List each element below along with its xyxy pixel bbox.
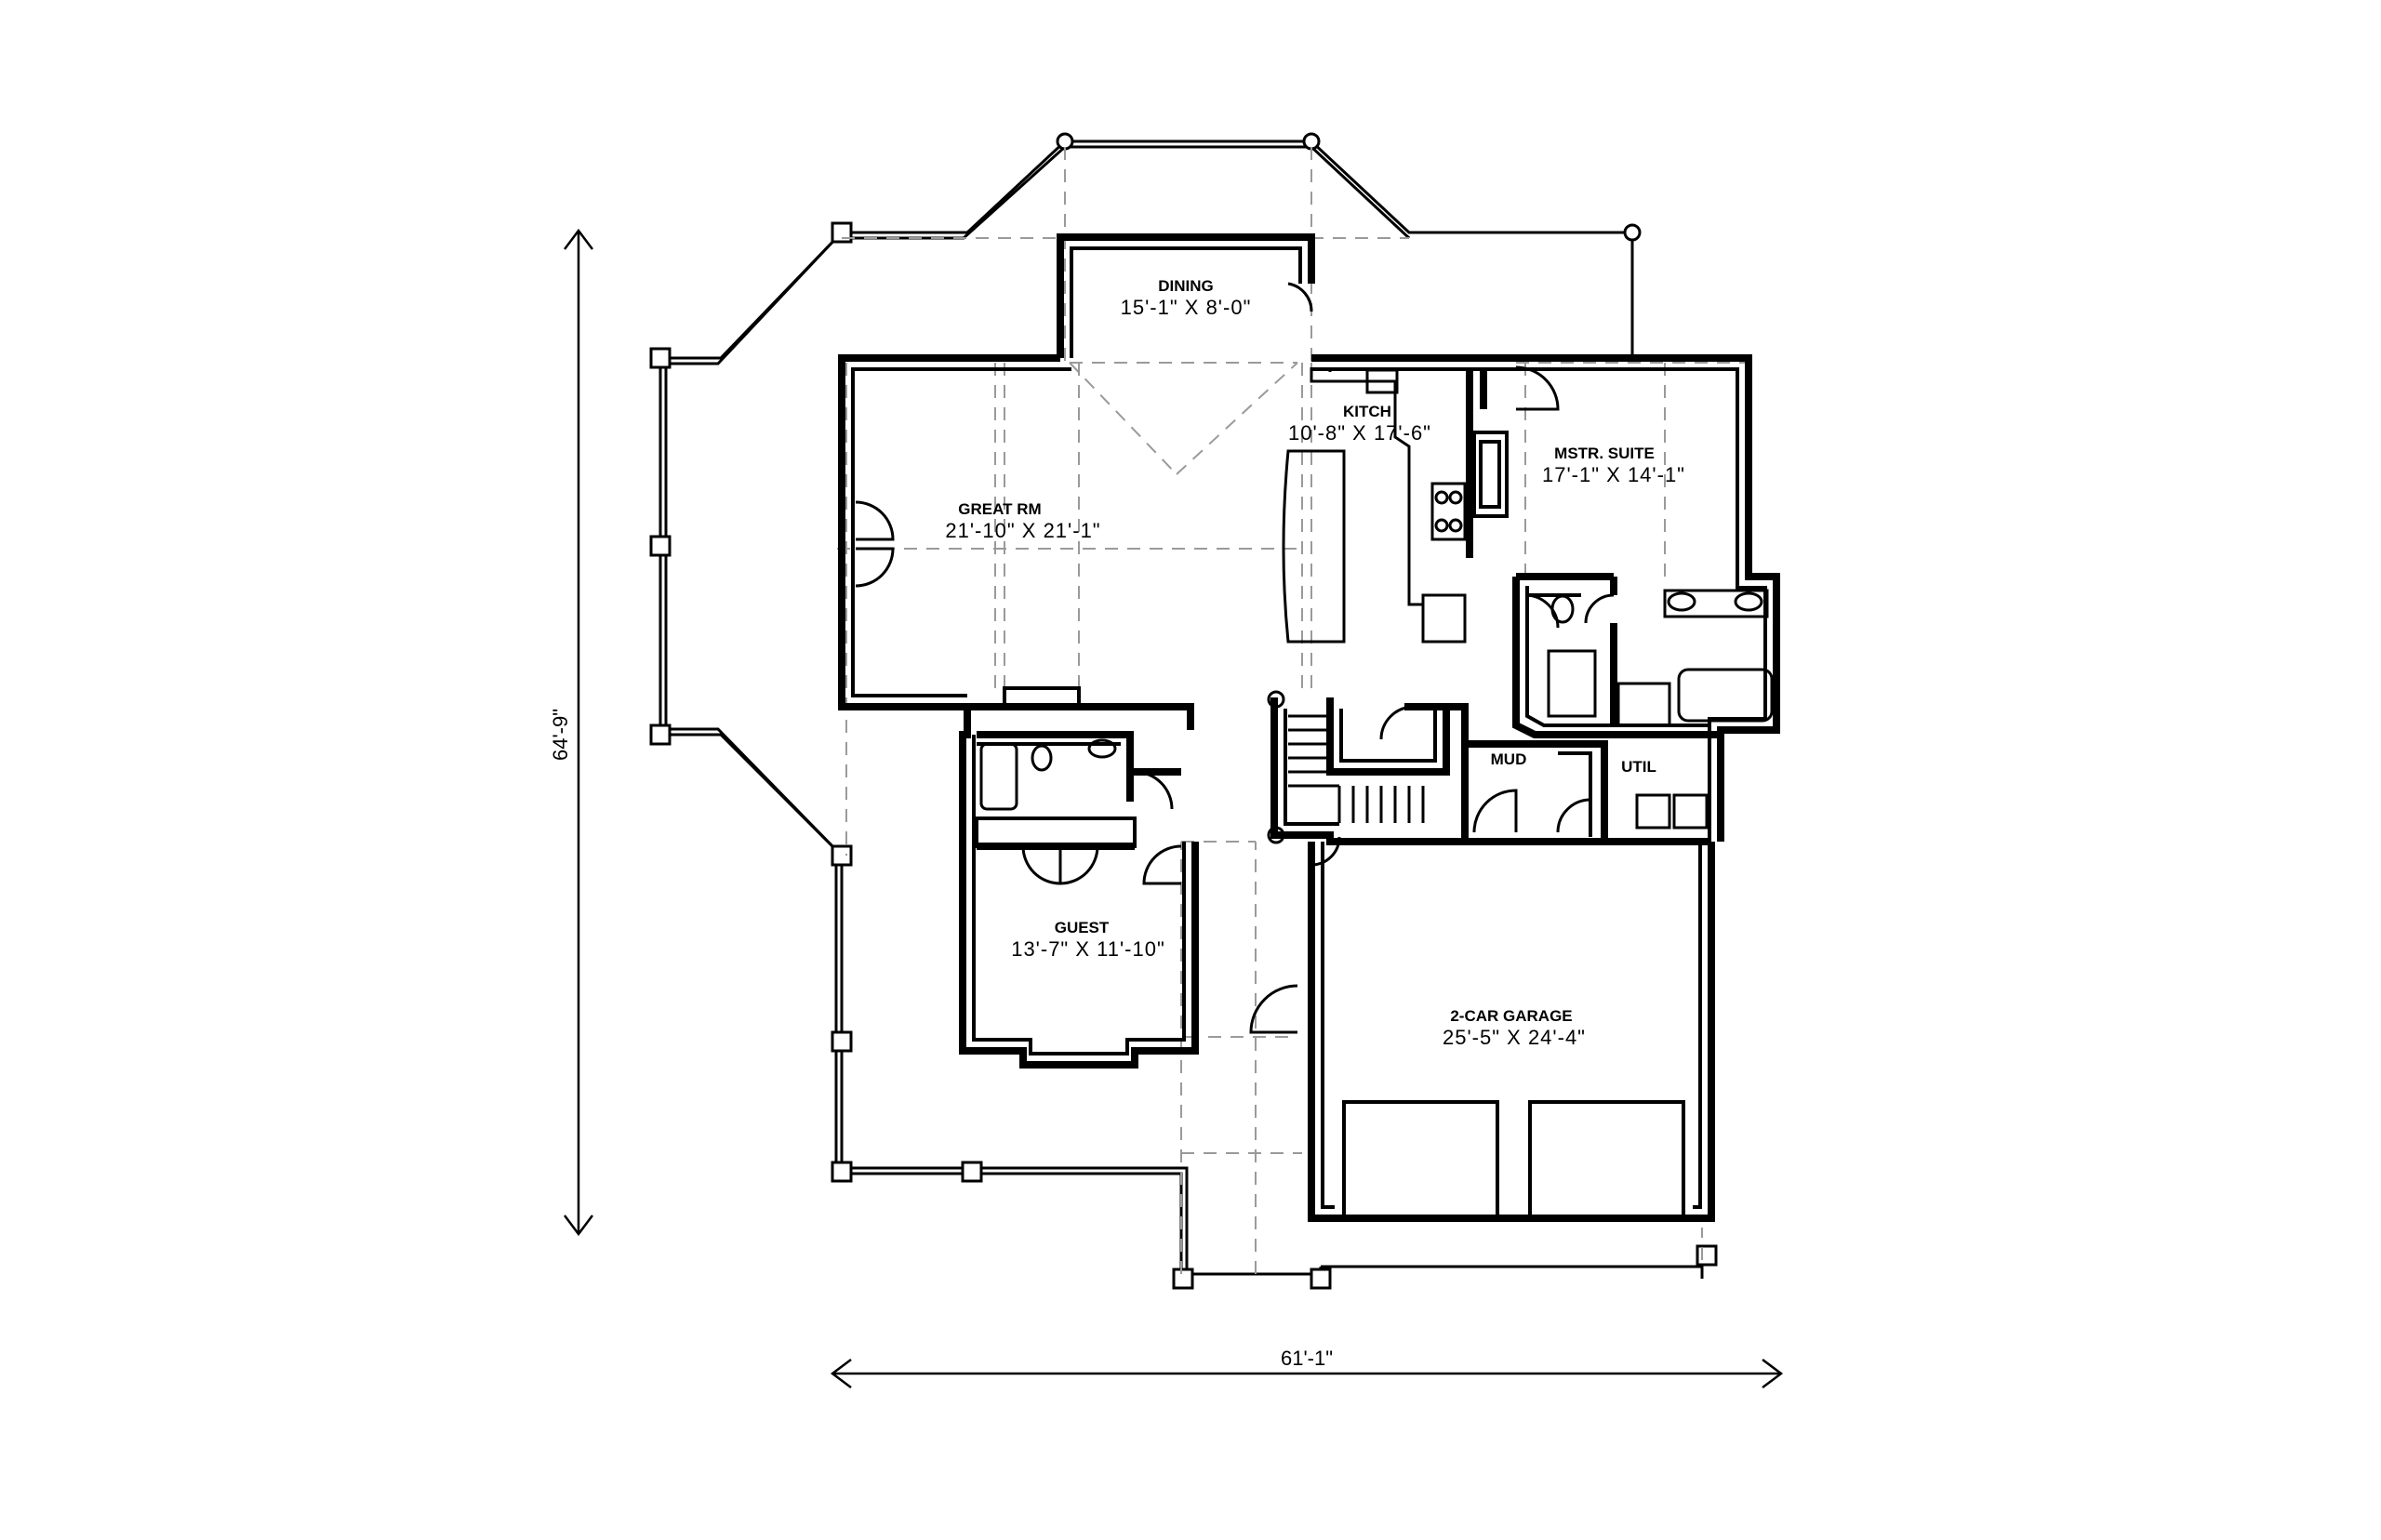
- door-swing: [1556, 798, 1591, 833]
- door-swing: [1310, 836, 1341, 867]
- sink-icon: [1087, 738, 1117, 759]
- dimension-depth: 64'-9": [549, 228, 593, 1237]
- room-size-garage: 25'-5" X 24'-4": [1443, 1026, 1586, 1049]
- door-swing: [1249, 984, 1298, 1034]
- door-swing: [1524, 593, 1560, 629]
- porch-post: [1696, 1244, 1718, 1267]
- room-name-guest: GUEST: [1055, 919, 1110, 936]
- fixtures: [855, 282, 1774, 1034]
- door-swing: [1142, 844, 1182, 885]
- porch-post: [831, 844, 853, 867]
- dimension-width: 61'-1": [830, 1347, 1784, 1388]
- room-size-master-suite: 17'-1" X 14'-1": [1542, 463, 1685, 486]
- porch-post: [1056, 132, 1074, 151]
- porch-post: [1302, 132, 1321, 151]
- sink-icon: [1734, 591, 1763, 612]
- stairs: [1288, 714, 1425, 823]
- sink-icon: [1667, 591, 1696, 612]
- door-swing: [855, 500, 895, 541]
- room-name-dining: DINING: [1158, 277, 1214, 295]
- kitchen-island: [1282, 449, 1346, 644]
- door-swing: [1059, 845, 1099, 885]
- shower-icon: [1616, 682, 1671, 727]
- door-swing: [1134, 770, 1174, 810]
- room-name-great-room: GREAT RM: [958, 500, 1041, 518]
- overall-width-label: 61'-1": [1281, 1347, 1333, 1370]
- door-swing: [1021, 845, 1062, 885]
- door-swing: [1287, 282, 1313, 312]
- range-icon: [1430, 482, 1467, 541]
- room-name-kitchen: KITCH: [1343, 403, 1391, 420]
- room-size-guest: 13'-7" X 11'-10": [1011, 937, 1165, 961]
- room-name-master-suite: MSTR. SUITE: [1554, 445, 1655, 462]
- porch-post: [1172, 1268, 1194, 1290]
- interior-walls: [975, 367, 1721, 850]
- door-swing: [1584, 593, 1615, 624]
- door-swing: [1472, 789, 1518, 833]
- room-name-util: UTIL: [1621, 758, 1656, 776]
- refrigerator-icon: [1421, 593, 1467, 644]
- overall-depth-label: 64'-9": [549, 709, 572, 761]
- bathtub-icon: [1677, 668, 1774, 723]
- room-labels: DINING 15'-1" X 8'-0" KITCH 10'-8" X 17'…: [945, 277, 1685, 1049]
- porch-post: [649, 347, 672, 369]
- room-name-garage: 2-CAR GARAGE: [1450, 1007, 1572, 1025]
- porch-post: [649, 724, 672, 746]
- room-size-kitchen: 10'-8" X 17'-6": [1288, 421, 1431, 445]
- exterior-walls: [838, 233, 1780, 1222]
- porch-post: [961, 1161, 983, 1183]
- sink-icon: [1365, 368, 1399, 394]
- porch-post: [649, 535, 672, 557]
- room-size-great-room: 21'-10" X 21'-1": [945, 519, 1100, 542]
- door-swing: [1515, 365, 1560, 411]
- porch-post: [831, 1161, 853, 1183]
- closet-icon: [1547, 649, 1597, 718]
- door-swing: [855, 547, 895, 588]
- room-name-mud: MUD: [1491, 750, 1527, 768]
- bathtub-icon: [979, 742, 1018, 811]
- porch-post: [831, 1030, 853, 1053]
- washer-icon: [1635, 793, 1671, 830]
- porch-post: [1310, 1268, 1332, 1290]
- toilet-icon: [1031, 744, 1053, 772]
- room-size-dining: 15'-1" X 8'-0": [1121, 296, 1252, 319]
- porch-post: [1623, 223, 1642, 242]
- door-swing: [1379, 705, 1415, 740]
- dryer-icon: [1672, 793, 1709, 830]
